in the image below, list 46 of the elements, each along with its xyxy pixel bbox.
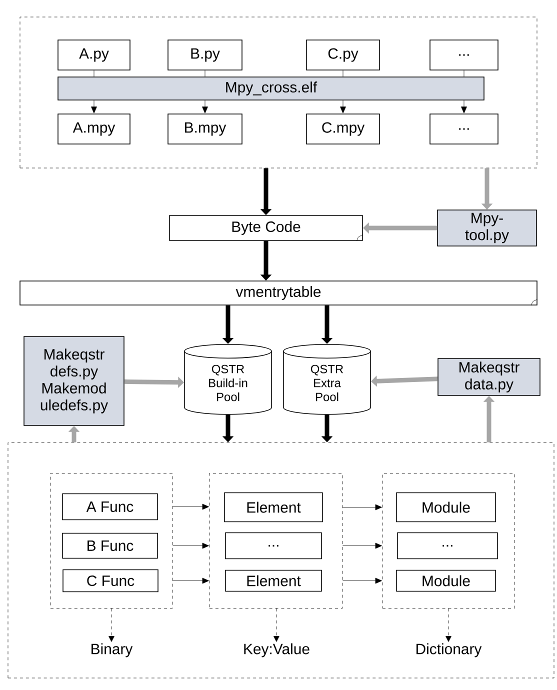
arrow	[108, 608, 114, 642]
document-box: vmentrytable	[20, 280, 538, 306]
function-box: C Func	[62, 569, 158, 592]
function-box: B Func	[62, 532, 158, 559]
element-box: Element	[225, 570, 322, 592]
module-box: Module	[396, 570, 496, 592]
arrow	[274, 608, 280, 642]
arrow	[91, 100, 97, 114]
element-box: ...	[225, 532, 322, 560]
file-box: A.mpy	[58, 114, 130, 144]
module-box: ...	[397, 532, 498, 560]
dashed-group	[8, 442, 554, 678]
file-box: ...	[430, 40, 498, 70]
file-box: ...	[430, 114, 498, 144]
file-box: B.py	[168, 40, 242, 70]
arrow	[172, 542, 209, 549]
database-cylinder: QSTR Build-in Pool	[184, 344, 272, 415]
dashed-group	[50, 473, 173, 608]
arrow	[461, 100, 467, 114]
dashed-group	[209, 473, 343, 608]
arrow	[202, 100, 208, 114]
database-cylinder: QSTR Extra Pool	[283, 344, 371, 415]
tool-box: Makeqstr data.py	[438, 358, 540, 396]
tool-box: Mpy-tool.py	[437, 210, 537, 246]
tool-bar: Mpy_cross.elf	[58, 76, 484, 100]
arrow	[342, 542, 382, 549]
caption-text: Key:Value	[244, 643, 310, 658]
tool-box: Makeqstr defs.py Makemod uledefs.py	[24, 336, 124, 426]
arrow	[342, 578, 382, 584]
arrow	[446, 608, 452, 642]
arrow	[172, 504, 209, 510]
file-box: C.py	[306, 40, 380, 70]
caption-text: Dictionary	[416, 643, 482, 658]
file-box: C.mpy	[306, 114, 380, 144]
dashed-group	[382, 473, 515, 608]
module-box: Module	[396, 492, 496, 522]
document-box: Byte Code	[169, 215, 364, 242]
function-box: A Func	[62, 493, 158, 520]
element-box: Element	[224, 492, 323, 522]
dashed-group	[20, 16, 538, 168]
file-box: B.mpy	[168, 114, 242, 144]
arrow	[340, 100, 346, 114]
caption-text: Binary	[92, 643, 133, 658]
arrow	[172, 578, 209, 584]
file-box: A.py	[58, 40, 130, 70]
arrow	[342, 504, 382, 510]
